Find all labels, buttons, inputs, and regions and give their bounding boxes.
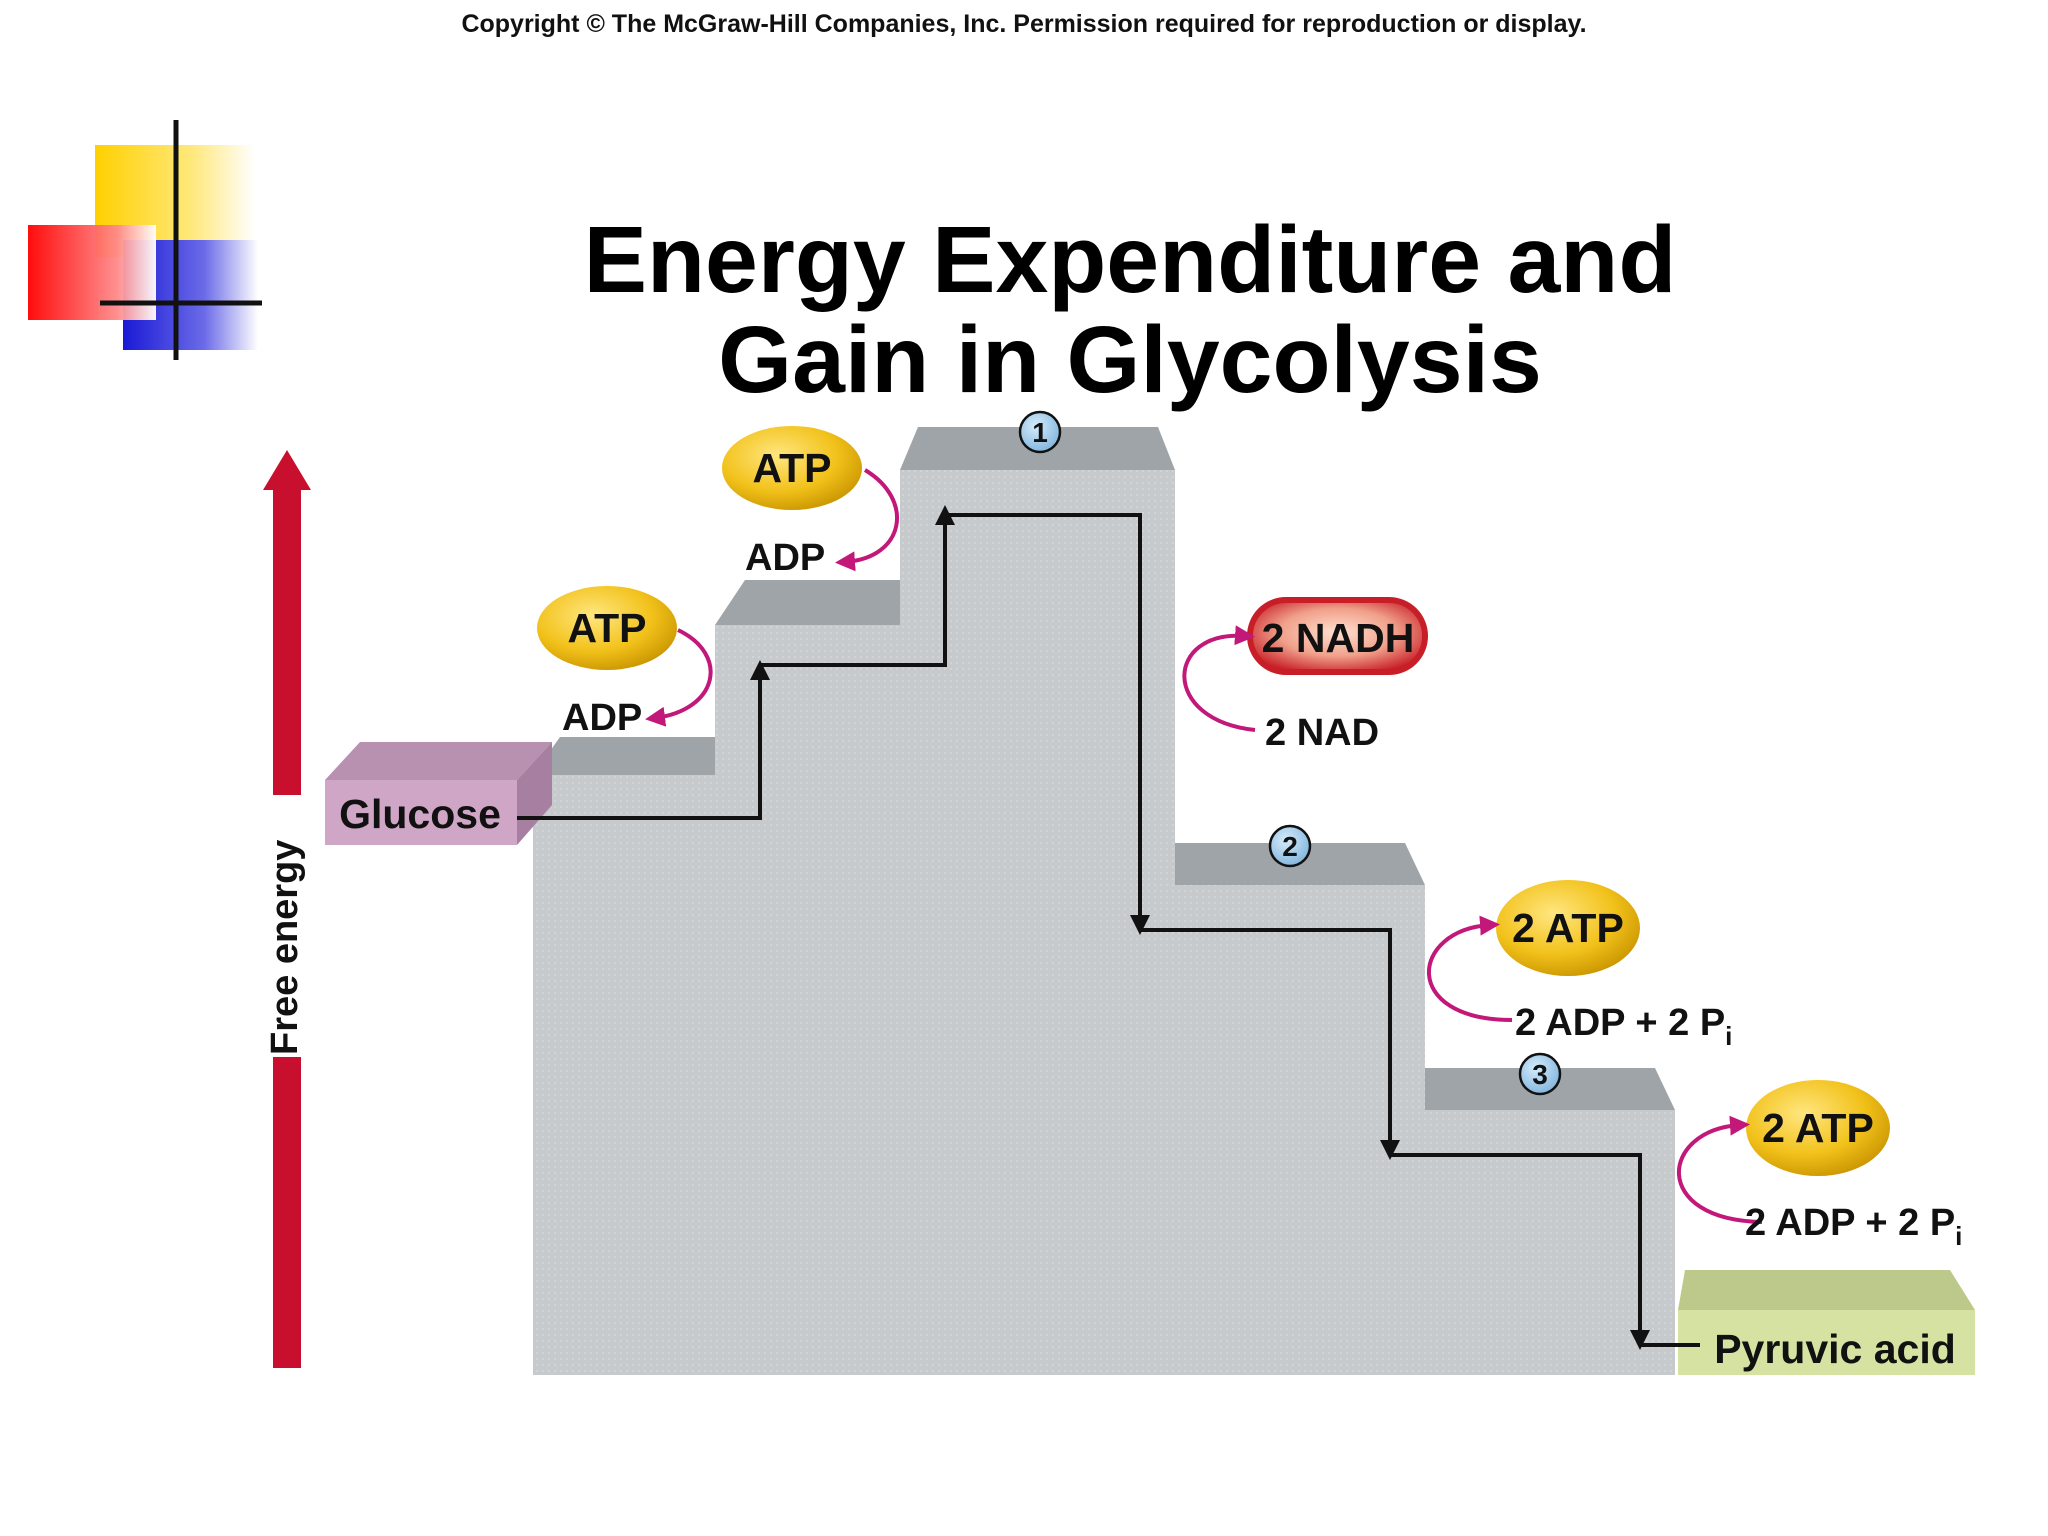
atp-input-1: ATP ADP <box>537 586 713 739</box>
pyruvic-acid-label: Pyruvic acid <box>1714 1326 1956 1372</box>
atp-output-2: 2 ATP 2 ADP + 2 Pi <box>1676 1080 1962 1251</box>
corner-decoration <box>28 120 262 360</box>
stair-top-faces <box>533 427 1675 1110</box>
adp-pi-label-1: 2 ADP + 2 Pi <box>1515 1002 1732 1051</box>
glucose-box: Glucose <box>325 742 552 845</box>
pyruvic-acid-box: Pyruvic acid <box>1678 1270 1975 1375</box>
adp-label-2: ADP <box>745 537 825 579</box>
two-atp-label-1: 2 ATP <box>1512 905 1624 951</box>
atp-ellipse-1 <box>537 586 677 670</box>
atp-label-2: ATP <box>753 445 832 491</box>
step-1-number: 1 <box>1032 417 1048 448</box>
atp-output-1: 2 ATP 2 ADP + 2 Pi <box>1426 880 1732 1051</box>
step-1-marker: 1 <box>1018 410 1062 454</box>
adp-label-1: ADP <box>562 697 642 739</box>
free-energy-axis: Free energy <box>258 450 316 1368</box>
atp-label-1: ATP <box>568 605 647 651</box>
glucose-label: Glucose <box>339 791 501 837</box>
atp-input-2: ATP ADP <box>722 426 900 579</box>
axis-arrow-head <box>263 450 311 490</box>
nadh-output: 2 NADH 2 NAD <box>1182 597 1428 754</box>
step-2-marker: 2 <box>1268 824 1312 868</box>
step-3-marker: 3 <box>1518 1052 1562 1096</box>
two-atp-label-2: 2 ATP <box>1762 1105 1874 1151</box>
adp-pi-label-2: 2 ADP + 2 Pi <box>1745 1202 1962 1251</box>
atp-ellipse-2 <box>722 426 862 510</box>
two-atp-ellipse-1 <box>1496 880 1640 976</box>
step-3-number: 3 <box>1532 1059 1548 1090</box>
two-atp-ellipse-2 <box>1746 1080 1890 1176</box>
step-2-number: 2 <box>1282 831 1298 862</box>
nad-label: 2 NAD <box>1265 712 1379 754</box>
copyright-notice: Copyright © The McGraw-Hill Companies, I… <box>461 10 1587 38</box>
energy-path <box>517 505 1700 1350</box>
axis-label: Free energy <box>264 840 306 1055</box>
title-line-1: Energy Expenditure and <box>584 207 1677 313</box>
nadh-label: 2 NADH <box>1262 615 1415 661</box>
title-line-2: Gain in Glycolysis <box>718 307 1542 413</box>
